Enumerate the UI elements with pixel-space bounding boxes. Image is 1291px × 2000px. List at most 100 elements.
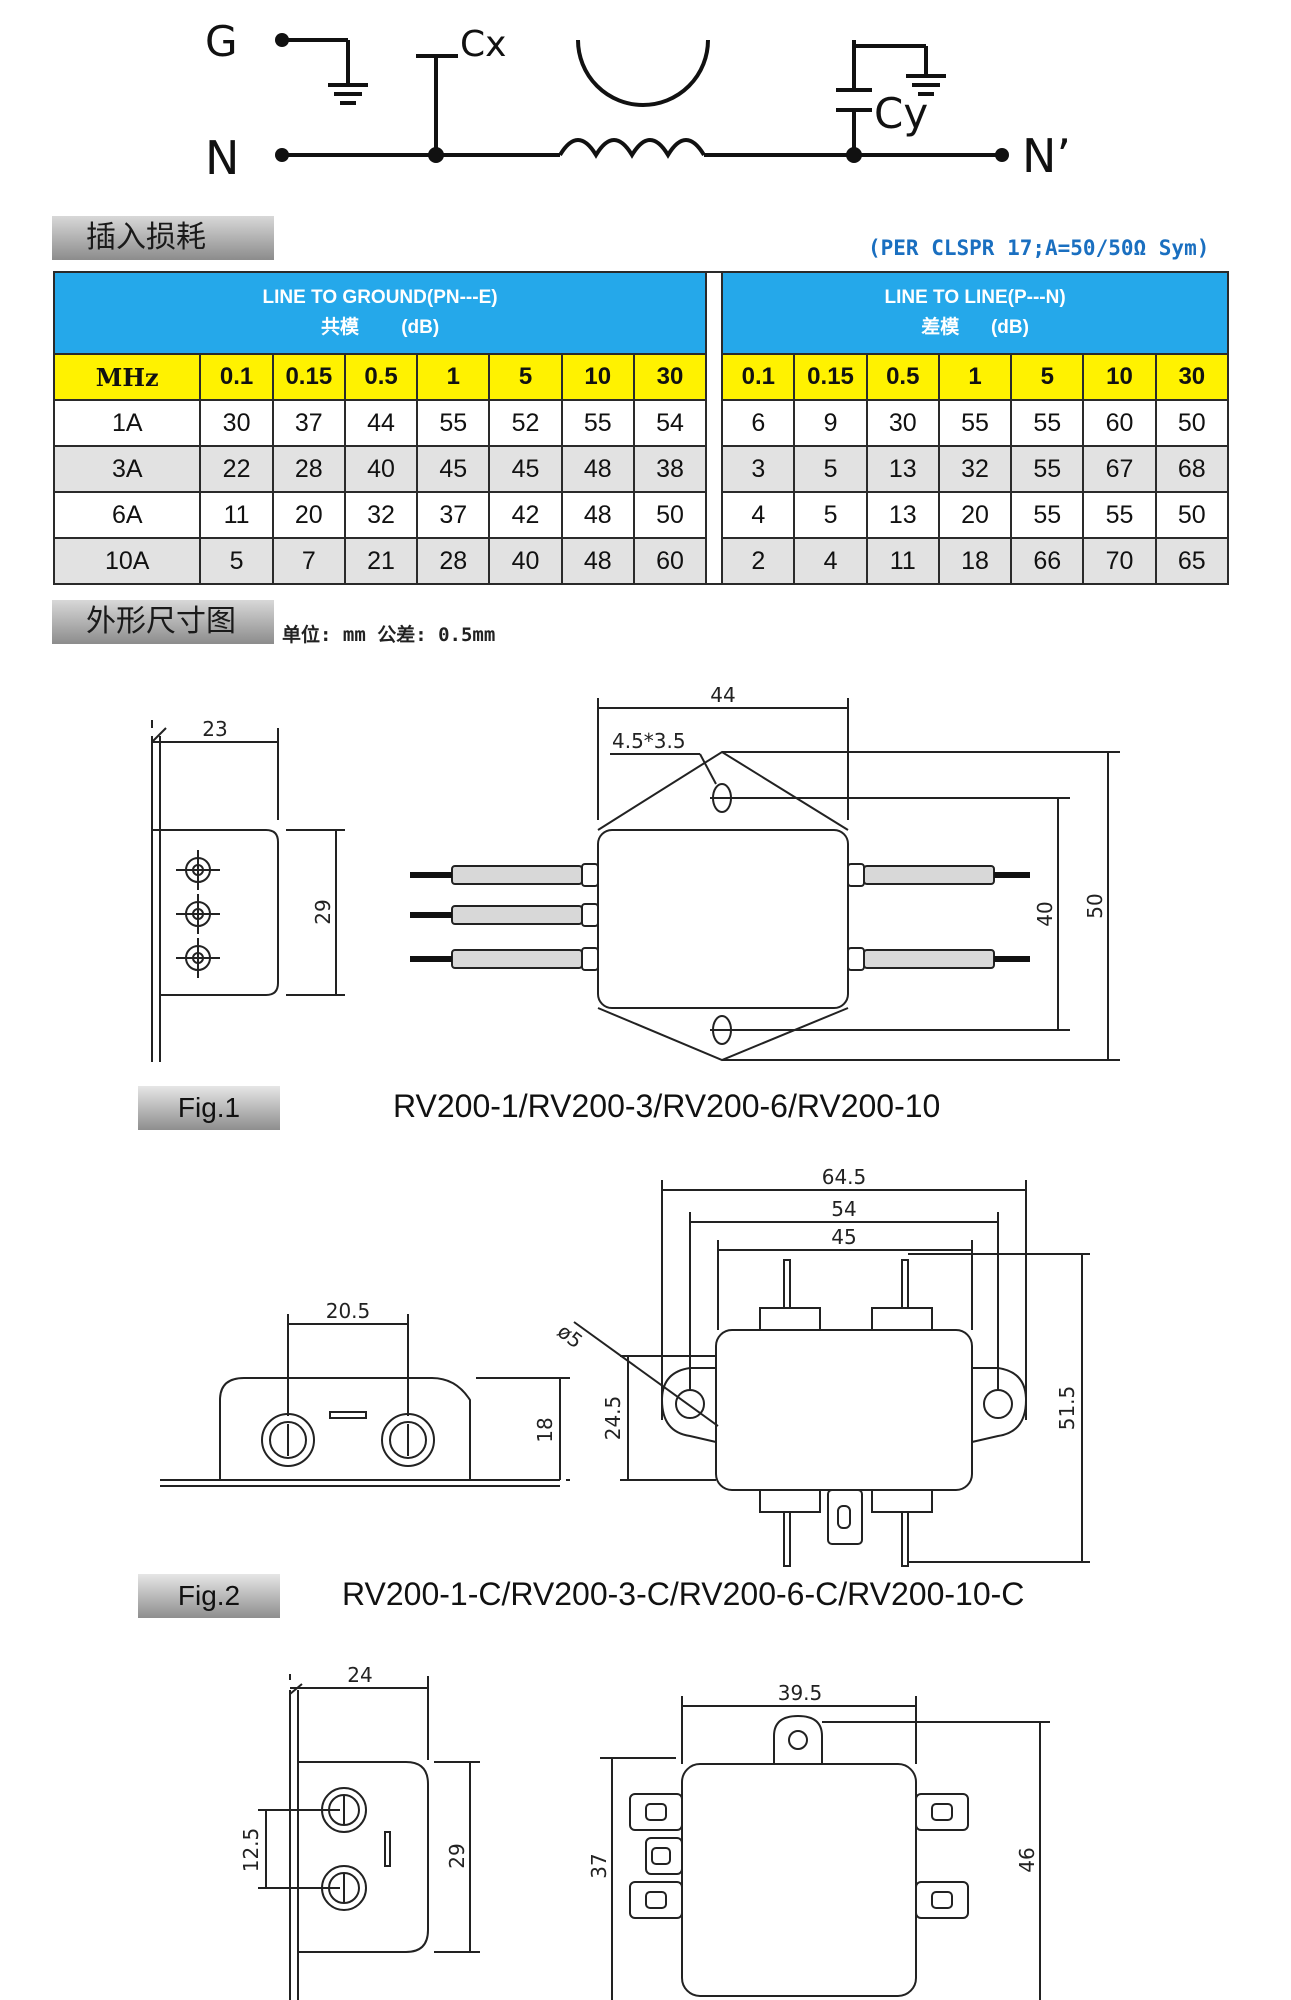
dim-label: 51.5 (1055, 1386, 1079, 1431)
dim-label: 45 (831, 1225, 856, 1249)
fig2-tag: Fig.2 (138, 1574, 280, 1618)
freq-cell: 0.5 (343, 353, 419, 401)
ground-cell: 52 (488, 399, 563, 447)
line-header: LINE TO LINE(P---N) 差模 (dB) (721, 271, 1229, 355)
schematic-label-cy: Cy (874, 89, 928, 138)
ground-cell: 5 (199, 537, 274, 585)
dim-label: 23 (202, 717, 227, 741)
ground-cell: 60 (632, 537, 708, 585)
line-cell: 18 (937, 537, 1013, 585)
dim-label: 24.5 (601, 1396, 625, 1441)
table-gap (705, 271, 724, 585)
ground-cell: 22 (199, 445, 274, 493)
insertion-loss-table: LINE TO GROUND(PN---E) 共模 (dB) LINE TO L… (52, 271, 1230, 585)
table-row: 3A 22 28 40 45 45 48 38 3 5 13 32 55 67 … (52, 445, 1230, 493)
ground-cell: 40 (343, 445, 419, 493)
ground-cell: 37 (416, 491, 491, 539)
schematic-label-n-out: N’ (1022, 129, 1071, 183)
line-cell: 20 (937, 491, 1013, 539)
ground-cell: 48 (560, 445, 635, 493)
ground-cell: 42 (488, 491, 563, 539)
line-header-sub: 差模 (dB) (921, 317, 1029, 338)
ground-cell: 40 (488, 537, 563, 585)
dim-label: 64.5 (822, 1165, 867, 1189)
row-label: 6A (52, 491, 202, 539)
ground-cell: 28 (416, 537, 491, 585)
freq-cell: 5 (488, 353, 563, 401)
units-note: 单位: mm 公差: 0.5mm (282, 624, 496, 646)
line-cell: 4 (793, 537, 868, 585)
fig2-caption: RV200-1-C/RV200-3-C/RV200-6-C/RV200-10-C (342, 1576, 1025, 1612)
freq-cell: 5 (1010, 353, 1085, 401)
frequency-row: MHz 0.1 0.15 0.5 1 5 10 30 0.1 0.15 0.5 … (52, 353, 1230, 401)
dim-label: 40 (1033, 901, 1057, 926)
ground-cell: 37 (271, 399, 346, 447)
line-cell: 55 (1010, 445, 1085, 493)
ground-header: LINE TO GROUND(PN---E) 共模 (dB) (52, 271, 708, 355)
line-cell: 66 (1010, 537, 1085, 585)
ground-cell: 44 (343, 399, 419, 447)
line-cell: 5 (793, 445, 868, 493)
line-cell: 50 (1154, 491, 1230, 539)
fig1-tag: Fig.1 (138, 1086, 280, 1130)
line-cell: 55 (1082, 491, 1157, 539)
ground-cell: 45 (488, 445, 563, 493)
ground-cell: 55 (416, 399, 491, 447)
ground-cell: 38 (632, 445, 708, 493)
insertion-loss-title: 插入损耗 (52, 216, 274, 260)
dimensions-title: 外形尺寸图 (52, 600, 274, 644)
dim-label: 39.5 (778, 1681, 823, 1705)
line-cell: 5 (793, 491, 868, 539)
table-row: 1A 30 37 44 55 52 55 54 6 9 30 55 55 60 … (52, 399, 1230, 447)
line-cell: 55 (937, 399, 1013, 447)
ground-cell: 20 (271, 491, 346, 539)
ground-cell: 32 (343, 491, 419, 539)
line-cell: 13 (865, 445, 940, 493)
line-cell: 9 (793, 399, 868, 447)
schematic-label-cx: Cx (460, 24, 506, 65)
dim-label: ø5 (553, 1319, 587, 1353)
row-label: 3A (52, 445, 202, 493)
row-label: 1A (52, 399, 202, 447)
ground-cell: 30 (199, 399, 274, 447)
line-cell: 13 (865, 491, 940, 539)
ground-cell: 48 (560, 491, 635, 539)
freq-cell: 30 (632, 353, 708, 401)
dim-label: 44 (710, 683, 735, 707)
ground-header-title: LINE TO GROUND(PN---E) (262, 287, 498, 308)
table-header-row: LINE TO GROUND(PN---E) 共模 (dB) LINE TO L… (52, 271, 1229, 585)
line-cell: 70 (1082, 537, 1157, 585)
dim-label: 46 (1015, 1847, 1039, 1872)
ground-cell: 55 (560, 399, 635, 447)
schematic-label-n: N (205, 131, 239, 185)
line-cell: 60 (1082, 399, 1157, 447)
freq-cell: 10 (1082, 353, 1157, 401)
fig2-drawing: 20.5 18 64.5 54 45 ø5 24.5 51.5 (160, 1165, 1090, 1567)
line-cell: 55 (1010, 399, 1085, 447)
filter-schematic: G N N’ Cx Cy (205, 17, 1071, 185)
line-cell: 55 (1010, 491, 1085, 539)
ground-cell: 28 (271, 445, 346, 493)
freq-cell: 0.15 (271, 353, 346, 401)
ground-cell: 11 (199, 491, 274, 539)
line-header-title: LINE TO LINE(P---N) (884, 287, 1066, 308)
ground-cell: 54 (632, 399, 708, 447)
line-cell: 11 (865, 537, 940, 585)
dim-label: 12.5 (239, 1828, 263, 1873)
dim-label: 37 (587, 1853, 611, 1878)
fig1-drawing: 23 29 44 4.5*3.5 40 50 (151, 683, 1120, 1062)
freq-cell: 30 (1154, 353, 1230, 401)
line-cell: 3 (721, 445, 796, 493)
ground-cell: 7 (271, 537, 346, 585)
table-row: 10A 5 7 21 28 40 48 60 2 4 11 18 66 70 6… (52, 537, 1230, 585)
line-cell: 2 (721, 537, 796, 585)
ground-cell: 48 (560, 537, 635, 585)
dim-label: 29 (311, 899, 335, 924)
dim-label: 18 (533, 1417, 557, 1442)
line-cell: 68 (1154, 445, 1230, 493)
freq-cell: 0.1 (721, 353, 796, 401)
line-cell: 4 (721, 491, 796, 539)
freq-cell: 0.5 (865, 353, 940, 401)
table-row: 6A 11 20 32 37 42 48 50 4 5 13 20 55 55 … (52, 491, 1230, 539)
line-cell: 6 (721, 399, 796, 447)
